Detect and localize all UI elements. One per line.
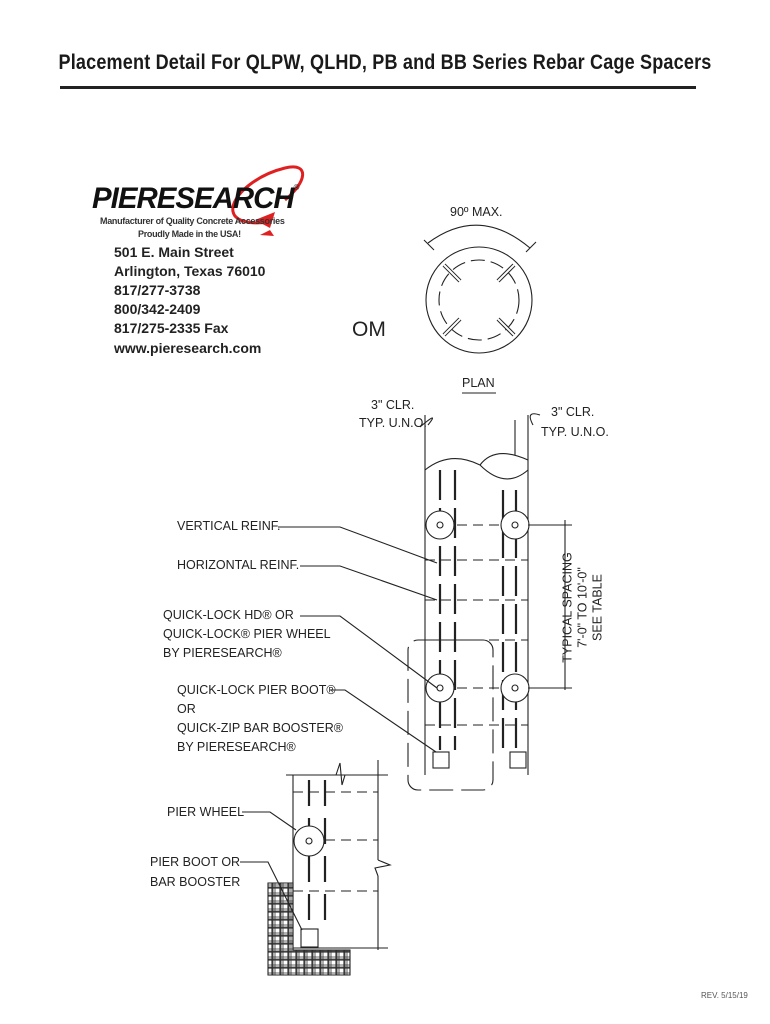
company-tagline: Manufacturer of Quality Concrete Accesso…	[100, 216, 285, 226]
clear-right-2: TYP. U.N.O.	[541, 425, 609, 439]
address-line1: 501 E. Main Street	[114, 244, 234, 260]
logo-swoosh-icon	[231, 165, 305, 236]
plan-caption: PLAN	[462, 376, 495, 390]
revision-date: REV. 5/15/19	[701, 991, 748, 1000]
spacing-label-2: 7'-0" TO 10'-0"	[575, 567, 590, 648]
detail-view	[240, 760, 392, 976]
clear-left-2: TYP. U.N.O.	[359, 416, 427, 430]
quicklock-label-2: QUICK-LOCK® PIER WHEEL	[163, 627, 331, 641]
website: www.pieresearch.com	[114, 340, 262, 356]
boot-label-1: QUICK-LOCK PIER BOOT®	[177, 683, 336, 697]
pier-boot-label-2: BAR BOOSTER	[150, 875, 241, 889]
address-line2: Arlington, Texas 76010	[114, 263, 266, 279]
clear-left-1: 3" CLR.	[371, 398, 415, 412]
company-logo: PIERESEARCH®	[92, 182, 299, 215]
boot-label-4: BY PIERESEARCH®	[177, 740, 296, 754]
title-rule	[60, 86, 696, 89]
pier-boot-label-1: PIER BOOT OR	[150, 855, 241, 869]
angle-label: 90º MAX.	[450, 205, 503, 219]
boot-label-2: OR	[177, 702, 196, 716]
text-fragment: OM	[352, 318, 386, 341]
page-title: Placement Detail For QLPW, QLHD, PB and …	[58, 51, 712, 74]
quicklock-label-1: QUICK-LOCK HD® OR	[163, 608, 294, 622]
horizontal-reinf-label: HORIZONTAL REINF.	[177, 558, 300, 572]
pier-wheel-label: PIER WHEEL	[167, 805, 245, 819]
made-in-usa: Proudly Made in the USA!	[138, 229, 241, 239]
fax: 817/275-2335 Fax	[114, 320, 229, 336]
plan-view	[423, 224, 537, 394]
logo-text: PIERESEARCH	[92, 182, 295, 215]
phone-1: 817/277-3738	[114, 282, 201, 298]
quicklock-label-3: BY PIERESEARCH®	[163, 646, 282, 660]
spacing-label-3: SEE TABLE	[590, 574, 605, 641]
spacing-label: TYPICAL SPACING 7'-0" TO 10'-0" SEE TABL…	[561, 533, 606, 683]
phone-2: 800/342-2409	[114, 301, 201, 317]
clear-right-1: 3" CLR.	[551, 405, 595, 419]
pier-elevation	[278, 413, 572, 791]
vertical-reinf-label: VERTICAL REINF.	[177, 519, 281, 533]
boot-label-3: QUICK-ZIP BAR BOOSTER®	[177, 721, 343, 735]
spacing-label-1: TYPICAL SPACING	[560, 552, 575, 663]
